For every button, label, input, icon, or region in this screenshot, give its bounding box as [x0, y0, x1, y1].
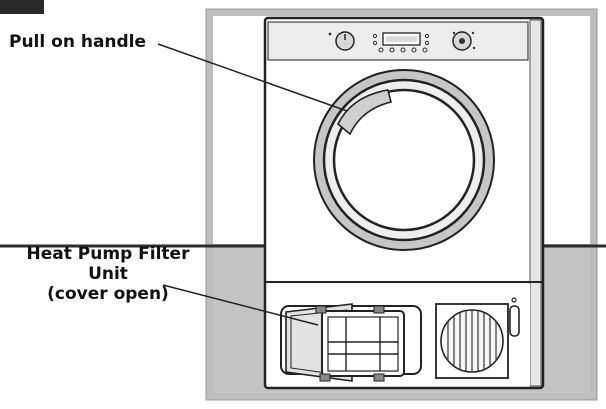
filter-unit-icon [280, 303, 422, 382]
filter-label-line1: Heat Pump Filter [26, 244, 190, 264]
door-handle [337, 89, 392, 136]
handle-leader-line [157, 43, 348, 112]
filter-label-line2: Unit [88, 264, 128, 284]
dryer-side-panel [529, 19, 542, 387]
filter-leader-line [162, 284, 319, 326]
vent-grille-icon [435, 303, 509, 379]
filter-label: Heat Pump Filter Unit (cover open) [8, 244, 208, 304]
handle-label: Pull on handle [9, 32, 147, 52]
corner-tab [0, 0, 44, 14]
filter-label-line3: (cover open) [47, 284, 169, 304]
latch [509, 305, 520, 337]
knob-icon [335, 31, 355, 51]
